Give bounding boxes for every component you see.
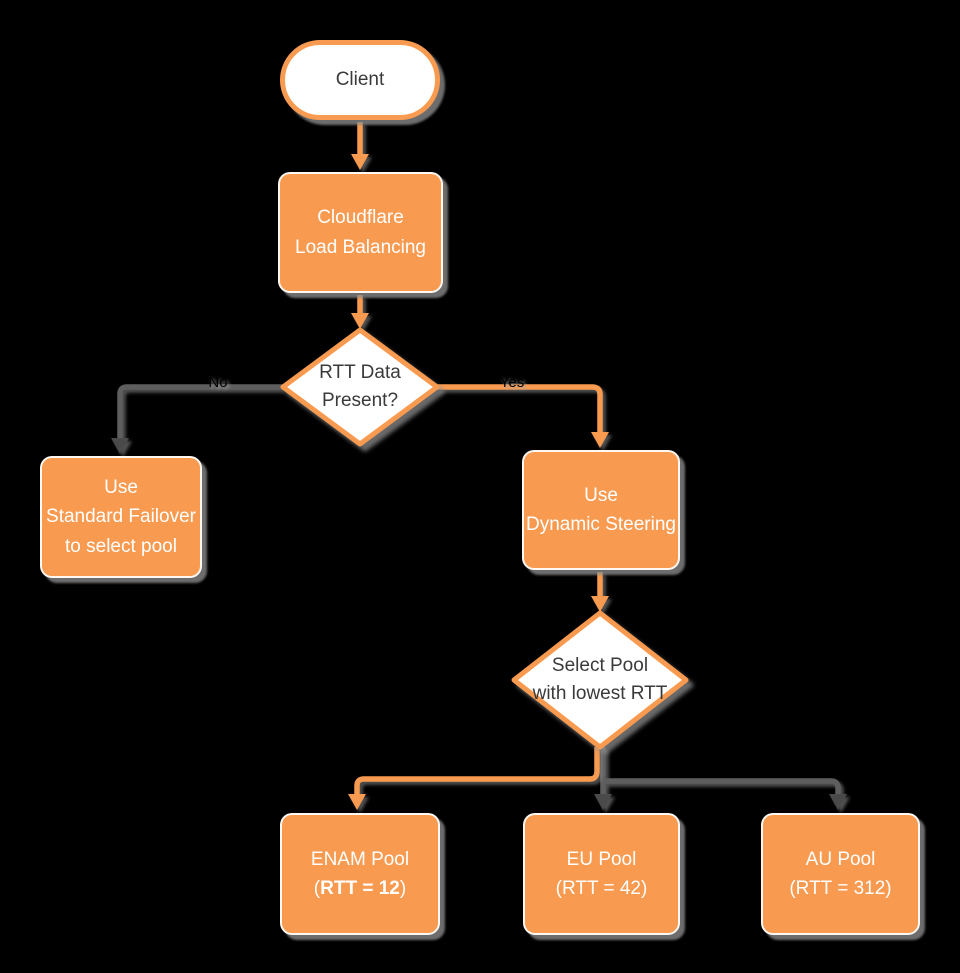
node-client-label: Client (335, 69, 385, 90)
node-cloudflare-load-balancing-label: Cloudflare Load Balancing (295, 207, 426, 258)
node-eu-pool: EU Pool (RTT = 42) (523, 813, 680, 935)
arrowhead-to-standard-failover (111, 438, 129, 454)
node-client: Client (280, 40, 440, 120)
decision-shapes (280, 327, 689, 750)
arrowhead-to-eu-pool (594, 794, 612, 810)
arrowhead-to-au-pool (829, 794, 847, 810)
edge-label-yes: Yes (499, 374, 525, 391)
node-standard-failover: Use Standard Failover to select pool (40, 456, 202, 578)
edge-no-connector (117, 384, 283, 439)
node-dynamic-steering-label: Use Dynamic Steering (526, 484, 676, 535)
node-standard-failover-label: Use Standard Failover to select pool (46, 476, 196, 557)
edge-yes-connector (437, 384, 603, 433)
diamond-rtt-data-present (280, 327, 440, 447)
orange-connectors (348, 122, 609, 810)
node-enam-pool: ENAM Pool (RTT = 12) (280, 813, 440, 935)
arrowhead-to-lb (351, 154, 369, 170)
arrowhead-to-dynamic-steering (591, 432, 609, 448)
diamond-select-pool (511, 610, 689, 750)
edge-to-au-pool-connector (601, 778, 841, 795)
node-au-pool-label: AU Pool (RTT = 312) (789, 848, 892, 899)
node-dynamic-steering: Use Dynamic Steering (522, 450, 680, 570)
arrowhead-to-enam-pool (348, 794, 366, 810)
edge-label-no: No (208, 374, 228, 391)
enam-rtt-bold: RTT = 12 (320, 878, 400, 899)
arrowhead-to-select-pool (591, 596, 609, 612)
node-enam-pool-label: ENAM Pool (RTT = 12) (310, 848, 410, 899)
node-eu-pool-label: EU Pool (RTT = 42) (555, 848, 648, 899)
gray-connectors (111, 384, 847, 810)
arrowhead-to-rtt-decision (351, 313, 369, 329)
node-cloudflare-load-balancing: Cloudflare Load Balancing (278, 172, 443, 293)
edge-to-enam-pool-connector (354, 747, 600, 795)
node-au-pool: AU Pool (RTT = 312) (761, 813, 920, 935)
